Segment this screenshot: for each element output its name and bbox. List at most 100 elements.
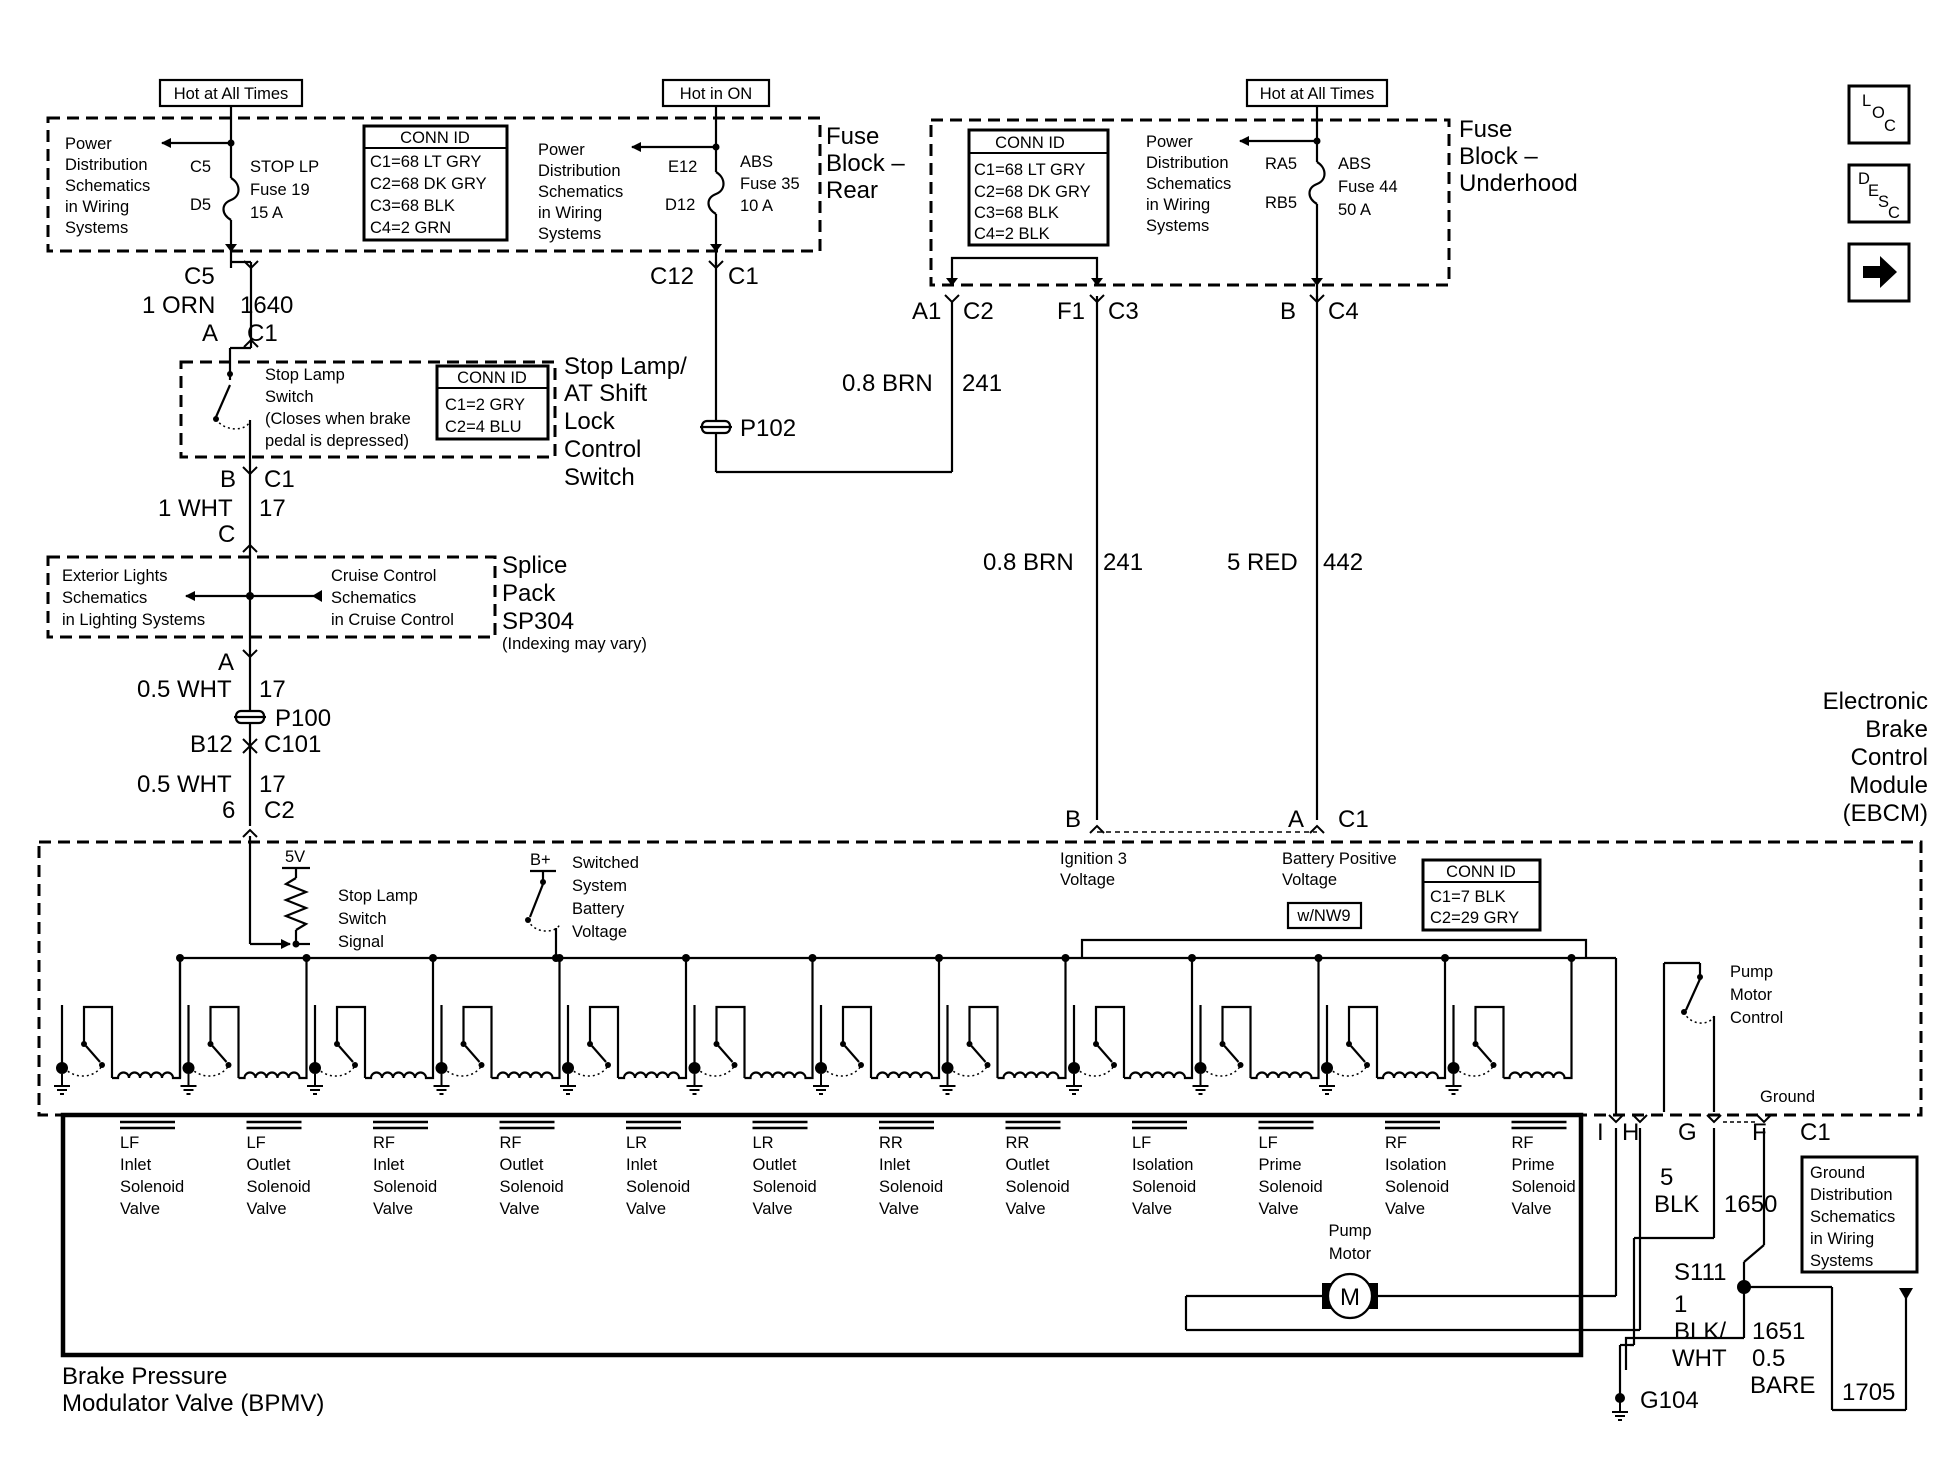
desc-letter: D xyxy=(1858,170,1870,188)
fuse-label: 15 A xyxy=(250,204,283,222)
valve-label-text: LR xyxy=(753,1134,774,1152)
circuit-number: 17 xyxy=(259,771,286,798)
hot-at-all-times-label: Hot at All Times xyxy=(174,85,289,103)
valve-label-text: Isolation xyxy=(1132,1156,1193,1174)
valve-label-text: Valve xyxy=(1132,1200,1172,1218)
switch-contact-dot xyxy=(81,1041,87,1047)
valve-label-text: Inlet xyxy=(879,1156,911,1174)
pin-label: A xyxy=(202,320,218,347)
valve-label-text: Solenoid xyxy=(120,1178,184,1196)
schematic-line xyxy=(1454,1065,1495,1077)
desc-letter: C xyxy=(1888,204,1900,222)
conn-id-table: CONN ID C1=68 LT GRY C2=68 DK GRY C3=68 … xyxy=(362,124,509,242)
fuse-block-rear-title: Block – xyxy=(826,150,905,177)
pump-motor-symbol: M xyxy=(1322,1272,1378,1320)
solenoid-driver-stage xyxy=(559,954,690,1095)
circuit-number: 442 xyxy=(1323,549,1363,576)
bus-junction-dot xyxy=(808,954,817,962)
location-button[interactable]: L O C xyxy=(1847,84,1911,145)
loc-letter: C xyxy=(1884,117,1896,135)
valve-label-text: Inlet xyxy=(120,1156,152,1174)
switch-contact-dot xyxy=(99,1062,105,1068)
valve-label-text: Solenoid xyxy=(1385,1178,1449,1196)
connector-label: C2 xyxy=(264,797,295,824)
solenoid-driver-stage xyxy=(1444,954,1576,1095)
pump-motor-label: Motor xyxy=(1329,1245,1372,1263)
solenoid-driver-stage xyxy=(53,954,184,1095)
valve-label-text: Solenoid xyxy=(626,1178,690,1196)
bus-junction-dot xyxy=(302,954,311,962)
solenoid-driver-stage xyxy=(179,954,311,1095)
schematic-line xyxy=(1476,1045,1493,1063)
wire-color-label: 0.5 WHT xyxy=(137,771,232,798)
description-button[interactable]: D E S C xyxy=(1847,163,1911,224)
wire-color-label: 0.5 WHT xyxy=(137,676,232,703)
signal-label: Switch xyxy=(338,910,387,928)
bpmv-title: Modulator Valve (BPMV) xyxy=(62,1390,324,1417)
gds-label: in Wiring xyxy=(1810,1230,1874,1248)
fuse-block-underhood: Hot at All Times Fuse Block – Underhood … xyxy=(929,78,1578,302)
next-page-button[interactable] xyxy=(1847,242,1911,303)
schematic-line xyxy=(1094,1005,1126,1078)
ground-node-dot xyxy=(182,1062,195,1074)
conn-id-row: C3=68 BLK xyxy=(370,197,455,215)
pin-label: E12 xyxy=(668,158,697,176)
wire-underhood-outputs: A1 C2 F1 C3 B C4 0.8 BRN 241 0.8 BRN 241… xyxy=(842,294,1363,834)
fuse-block-rear: Hot at All Times Hot in ON Fuse Block – … xyxy=(46,78,905,268)
ground-icon xyxy=(1191,1073,1210,1095)
valve-label-text: Solenoid xyxy=(500,1178,564,1196)
conn-id-row: C1=68 LT GRY xyxy=(370,153,481,171)
pds-label: Systems xyxy=(538,225,601,243)
wire-color-label: 0.8 BRN xyxy=(842,370,933,397)
pin-label: C5 xyxy=(190,158,211,176)
schematic-line xyxy=(1223,1045,1240,1063)
valve-label-text: RF xyxy=(500,1134,522,1152)
splice-pack-title: Pack xyxy=(502,580,556,607)
ebcm-pin-desc: Battery Positive xyxy=(1282,850,1397,868)
wire-color-label: 1 xyxy=(1674,1291,1687,1318)
valve-label-text: Solenoid xyxy=(373,1178,437,1196)
pin-label: D12 xyxy=(665,196,695,214)
conn-id-table: CONN ID C1=68 LT GRY C2=68 DK GRY C3=68 … xyxy=(967,128,1110,247)
circuit-number: 17 xyxy=(259,495,286,522)
wire-color-label: 5 RED xyxy=(1227,549,1298,576)
switch-contact-dot xyxy=(1219,1041,1226,1047)
pump-motor-label: Pump xyxy=(1328,1222,1371,1240)
fuse-label: Fuse 35 xyxy=(740,175,800,193)
switch-contact-dot xyxy=(840,1041,846,1047)
ground-node-dot xyxy=(815,1062,827,1074)
valve-label-text: LF xyxy=(120,1134,139,1152)
schematic-line xyxy=(1075,1065,1115,1077)
valve-label-text: LF xyxy=(1132,1134,1151,1152)
fuse-label: 50 A xyxy=(1338,201,1371,219)
schematic-line xyxy=(189,1065,230,1077)
ground-node-dot xyxy=(56,1062,68,1074)
ground-icon xyxy=(1444,1073,1463,1095)
bus-junction-dot xyxy=(935,954,943,962)
connector-label: C2 xyxy=(963,298,994,325)
switch-contact-dot xyxy=(731,1062,738,1068)
pin-label: C xyxy=(218,521,235,548)
ground-icon xyxy=(1065,1073,1083,1095)
pin-label: F1 xyxy=(1057,298,1085,325)
solenoid-driver-stage xyxy=(812,954,943,1095)
ebcm-title: Brake xyxy=(1865,716,1928,743)
fuse-block-underhood-title: Block – xyxy=(1459,143,1538,170)
valve-label-text: Valve xyxy=(120,1200,160,1218)
solenoid-driver-stage xyxy=(306,954,437,1095)
bus-junction-dot xyxy=(1441,954,1449,962)
p100-passthrough xyxy=(234,709,266,725)
gds-label: Schematics xyxy=(1810,1208,1895,1226)
conn-id-table: CONN ID C1=7 BLK C2=29 GRY xyxy=(1421,858,1542,932)
stop-lamp-switch: Stop Lamp Switch (Closes when brake peda… xyxy=(179,340,687,491)
ground-icon xyxy=(179,1073,198,1095)
ground-node-dot xyxy=(562,1062,574,1074)
valve-label-text: Valve xyxy=(247,1200,287,1218)
splice-ref: Schematics xyxy=(331,589,416,607)
fuse-label: 10 A xyxy=(740,197,773,215)
ground-icon xyxy=(812,1073,830,1095)
pds-label: in Wiring xyxy=(538,204,602,222)
